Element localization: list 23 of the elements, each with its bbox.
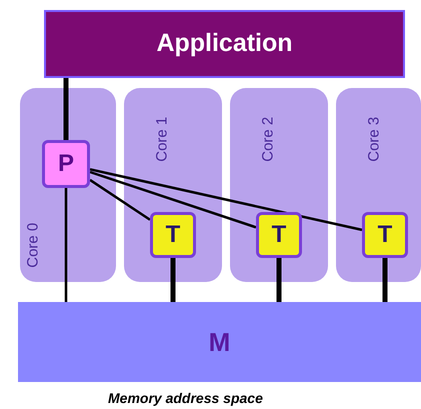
thread-box: T [150, 212, 196, 258]
core-label: Core 0 [23, 222, 42, 268]
connector-line [170, 258, 176, 302]
process-box: P [42, 140, 90, 188]
core-label: Core 2 [258, 116, 278, 162]
connector-line [64, 78, 68, 140]
application-box: Application [44, 10, 405, 78]
connector-line [90, 170, 256, 229]
core-label: Core 1 [152, 116, 172, 162]
core-panel [124, 88, 222, 282]
caption: Memory address space [108, 389, 263, 408]
connector-line [89, 178, 151, 221]
thread-box: T [362, 212, 408, 258]
connector-line [90, 168, 362, 232]
thread-box: T [256, 212, 302, 258]
connector-line [382, 258, 388, 302]
core-panel [230, 88, 328, 282]
connector-line [64, 188, 68, 302]
memory-box: M [18, 302, 421, 382]
core-panel [336, 88, 421, 282]
core-label: Core 3 [364, 116, 384, 162]
core-panel [20, 88, 116, 282]
connector-line [276, 258, 282, 302]
